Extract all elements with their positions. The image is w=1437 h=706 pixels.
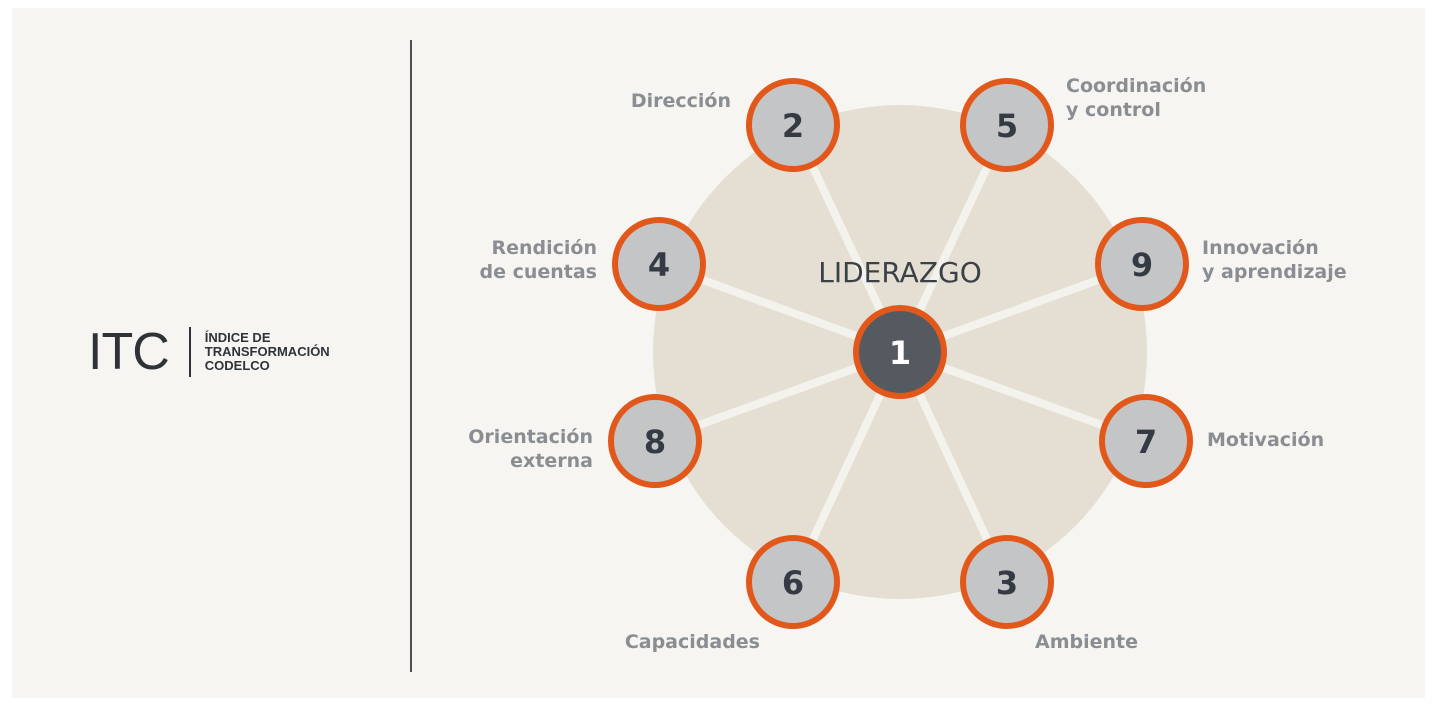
node-label-capacidades: Capacidades <box>625 631 760 653</box>
node-label-line: Motivación <box>1207 429 1324 451</box>
node-number-innovacion: 9 <box>1131 246 1153 284</box>
node-circle-orientacion <box>608 394 702 488</box>
node-circle-direccion <box>746 78 840 172</box>
node-label-ambiente: Ambiente <box>1035 631 1138 653</box>
node-motivacion: 7 Motivación <box>1099 394 1324 488</box>
node-circle-rendicion <box>612 217 706 311</box>
node-label-line: y aprendizaje <box>1202 261 1347 283</box>
node-number-orientacion: 8 <box>644 423 666 461</box>
node-circle-innovacion <box>1095 217 1189 311</box>
center-node-circle <box>853 305 947 399</box>
node-number-ambiente: 3 <box>996 564 1018 602</box>
node-label-direccion: Dirección <box>631 90 731 112</box>
node-circle-ambiente <box>960 535 1054 629</box>
diagram-title: LIDERAZGO <box>818 256 982 289</box>
logo-line-3: CODELCO <box>204 358 270 373</box>
node-label-line: Orientación <box>468 426 593 448</box>
node-number-motivacion: 7 <box>1135 423 1157 461</box>
logo-mark: ITC <box>88 323 170 381</box>
vertical-divider <box>410 40 412 672</box>
node-number-capacidades: 6 <box>782 564 804 602</box>
logo-line-1: ÍNDICE DE <box>204 330 271 345</box>
node-label-line: Capacidades <box>625 631 760 653</box>
node-circle-coordinacion <box>960 78 1054 172</box>
node-label-line: Rendición <box>491 237 597 259</box>
node-label-line: y control <box>1066 99 1161 121</box>
node-number-coordinacion: 5 <box>996 107 1018 145</box>
node-circle-capacidades <box>746 535 840 629</box>
node-label-line: de cuentas <box>479 261 597 283</box>
logo-line-2: TRANSFORMACIÓN <box>204 344 330 359</box>
center-node-number: 1 <box>889 334 911 372</box>
node-label-motivacion: Motivación <box>1207 429 1324 451</box>
node-label-line: Coordinación <box>1066 75 1206 97</box>
node-label-line: Dirección <box>631 90 731 112</box>
logo-separator <box>188 327 191 377</box>
node-number-direccion: 2 <box>782 107 804 145</box>
node-label-line: Ambiente <box>1035 631 1138 653</box>
logo-wordmark: ÍNDICE DE TRANSFORMACIÓN CODELCO <box>205 331 330 373</box>
node-circle-motivacion <box>1099 394 1193 488</box>
node-direccion: 2 Dirección <box>631 78 840 172</box>
node-label-line: externa <box>510 450 593 472</box>
node-number-rendicion: 4 <box>648 246 670 284</box>
node-label-line: Innovación <box>1202 237 1319 259</box>
itc-logo: ITC ÍNDICE DE TRANSFORMACIÓN CODELCO <box>88 326 330 378</box>
center-node: 1 <box>853 305 947 399</box>
